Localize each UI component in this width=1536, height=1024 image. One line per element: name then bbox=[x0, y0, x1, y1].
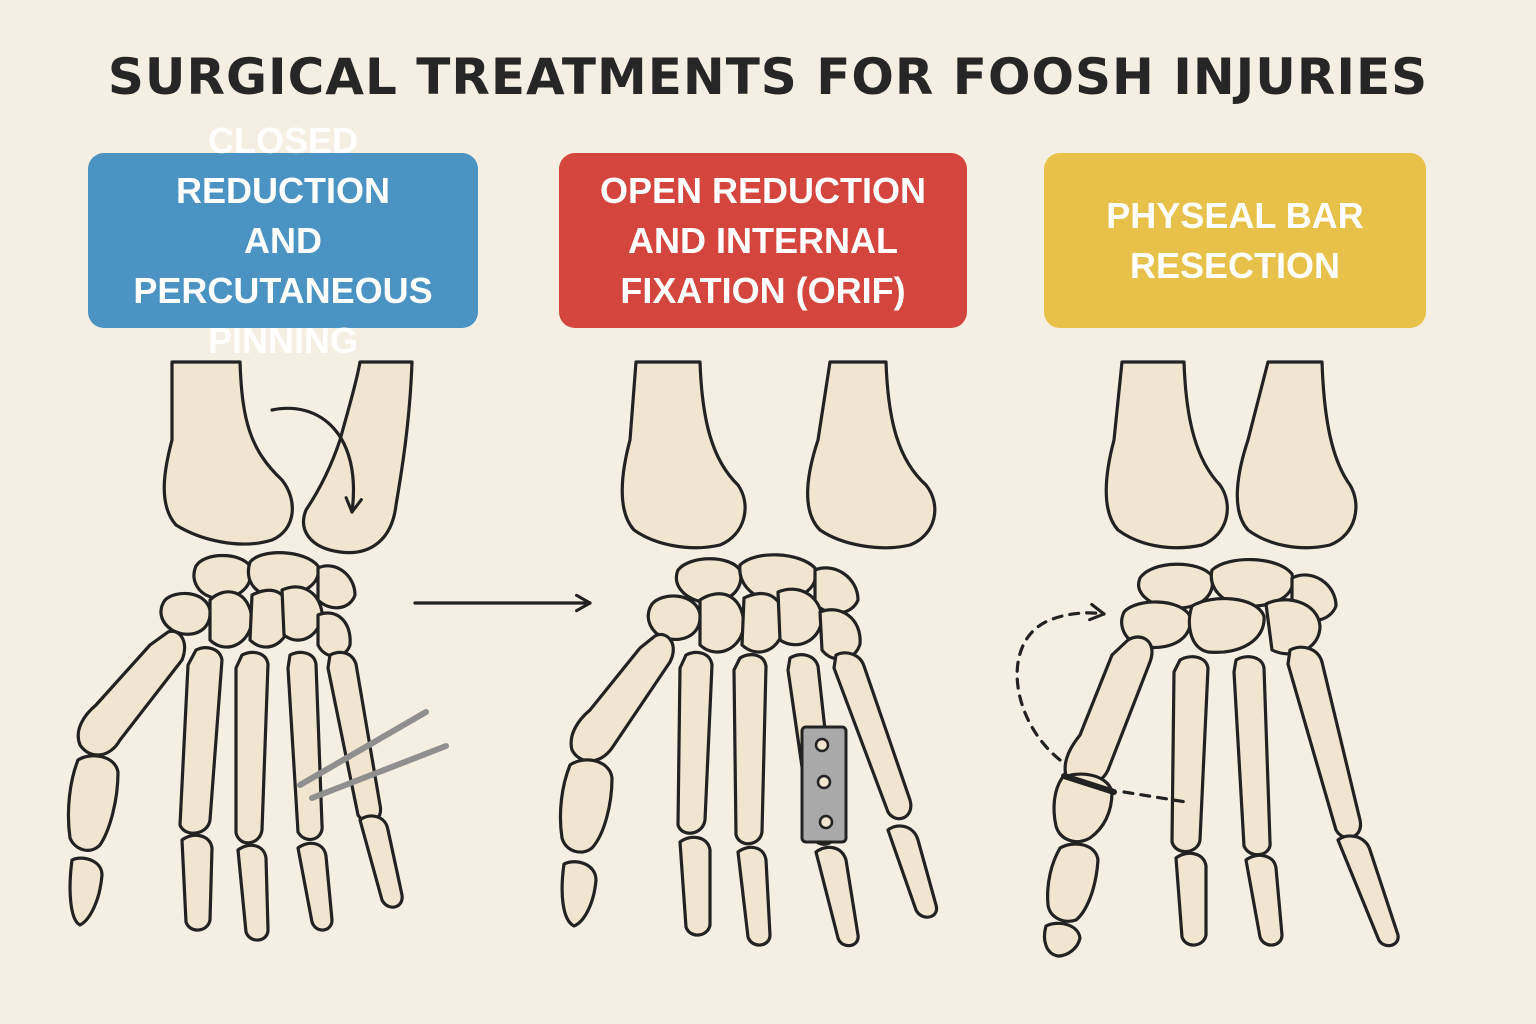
phalanx-thumb bbox=[1052, 772, 1114, 844]
screw-icon bbox=[814, 737, 830, 753]
metacarpal bbox=[1170, 655, 1210, 854]
carpal-bone bbox=[674, 557, 743, 604]
metacarpal bbox=[732, 653, 768, 846]
metacarpal-thumb bbox=[1063, 635, 1154, 787]
pin-icon bbox=[309, 743, 449, 801]
radius-bone bbox=[620, 360, 747, 550]
phalanx bbox=[678, 835, 712, 937]
phalanx-thumb-tip bbox=[68, 856, 104, 927]
radius-bone bbox=[162, 360, 294, 546]
carpal-bone bbox=[246, 551, 320, 598]
hand-closed-reduction bbox=[66, 360, 449, 942]
carpal-bone bbox=[1187, 596, 1266, 654]
metacarpal-thumb bbox=[569, 632, 675, 763]
ulna-bone bbox=[302, 360, 414, 555]
pin-icon bbox=[297, 709, 429, 788]
phalanx-thumb bbox=[558, 758, 614, 854]
label-physeal-bar-resection-text: PHYSEAL BAR RESECTION bbox=[1106, 194, 1364, 286]
phalanx bbox=[236, 843, 270, 942]
carpal-bone bbox=[159, 591, 212, 636]
phalanx bbox=[1336, 834, 1400, 948]
carpal-bone bbox=[280, 585, 324, 642]
carpal-bone bbox=[316, 564, 357, 610]
screw-icon bbox=[816, 774, 832, 790]
phalanx bbox=[296, 841, 334, 932]
metacarpal bbox=[326, 650, 383, 824]
phalanx-thumb bbox=[1046, 842, 1100, 923]
screw-icon bbox=[818, 814, 834, 830]
metacarpal bbox=[832, 651, 913, 821]
metacarpal bbox=[178, 646, 224, 835]
carpal-bone bbox=[1137, 562, 1215, 610]
phalanx bbox=[180, 833, 214, 932]
label-closed-reduction-text: CLOSED REDUCTION AND PERCUTANEOUS PINNIN… bbox=[133, 119, 433, 361]
carpal-bone bbox=[192, 554, 253, 600]
ulna-bone bbox=[806, 360, 937, 550]
metacarpal-thumb bbox=[76, 629, 187, 757]
phalanx bbox=[358, 814, 404, 909]
phalanx-thumb-tip bbox=[1042, 921, 1082, 958]
metacarpal bbox=[1286, 645, 1363, 840]
phalanx bbox=[1244, 853, 1284, 947]
hand-orif bbox=[558, 360, 939, 948]
metacarpal bbox=[234, 650, 270, 845]
phalanx bbox=[886, 824, 939, 919]
carpal-bone bbox=[1209, 558, 1295, 608]
phalanx-thumb-tip bbox=[560, 860, 598, 928]
phalanx bbox=[736, 845, 772, 947]
carpal-bone bbox=[818, 608, 862, 661]
dashed-pointer-line bbox=[1122, 790, 1188, 804]
dashed-arrow-icon bbox=[1015, 602, 1106, 762]
metacarpal bbox=[1232, 655, 1272, 857]
label-orif-text: OPEN REDUCTION AND INTERNAL FIXATION (OR… bbox=[599, 169, 927, 311]
phalanx bbox=[1174, 851, 1208, 947]
label-orif: OPEN REDUCTION AND INTERNAL FIXATION (OR… bbox=[559, 153, 967, 328]
phalanx bbox=[814, 845, 860, 948]
label-physeal-bar-resection: PHYSEAL BAR RESECTION bbox=[1044, 153, 1426, 328]
physeal-bar-icon bbox=[1061, 773, 1117, 795]
hand-physeal-bar bbox=[1015, 360, 1400, 958]
carpal-bone bbox=[813, 566, 860, 615]
carpal-bone bbox=[698, 592, 746, 654]
phalanx-thumb bbox=[66, 754, 120, 852]
page-title: SURGICAL TREATMENTS FOR FOOSH INJURIES bbox=[107, 48, 1429, 106]
label-closed-reduction: CLOSED REDUCTION AND PERCUTANEOUS PINNIN… bbox=[88, 120, 478, 361]
carpal-bone bbox=[316, 611, 352, 658]
metacarpal bbox=[676, 650, 714, 835]
reduction-arrow-icon bbox=[270, 406, 363, 514]
radius-bone bbox=[1104, 360, 1229, 550]
carpal-bone bbox=[1264, 598, 1322, 656]
ulna-bone bbox=[1235, 360, 1358, 550]
carpal-bone bbox=[208, 590, 254, 649]
metacarpal bbox=[286, 650, 324, 842]
carpal-bone bbox=[646, 594, 702, 641]
